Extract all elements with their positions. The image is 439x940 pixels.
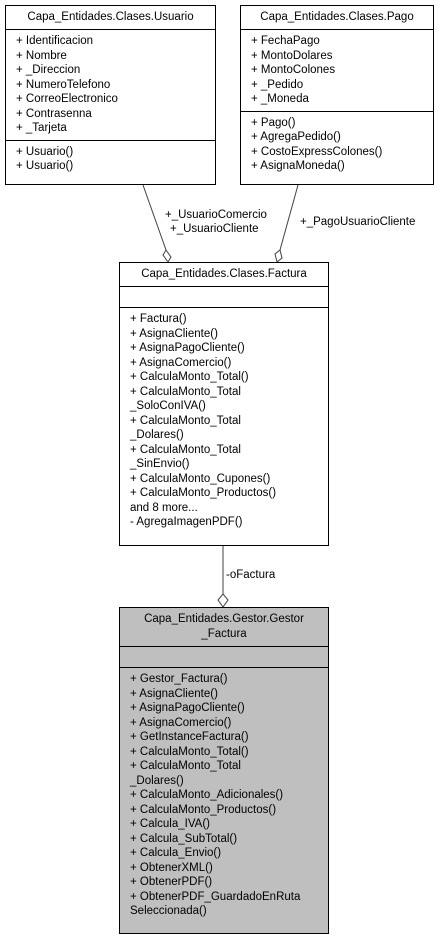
attribute-item: + Identificacion [16,35,94,47]
attribute-item: + _Tarjeta [16,122,67,134]
label-pago-usuario-cliente: +_PagoUsuarioCliente [300,216,416,228]
attribute-item: + Nombre [16,49,67,62]
method-item: + Calcula_IVA() [130,818,211,830]
class-gestor-title: Capa_Entidades.Gestor.Gestor _Factura [120,608,328,647]
pago-factura-diamond [274,249,283,263]
method-item: + Calcula_SubTotal() [130,832,238,845]
usuario-factura-link [142,184,167,251]
attribute-item: + _Direccion [16,64,81,76]
class-usuario[interactable]: Capa_Entidades.Clases.Usuario + Identifi… [5,5,216,185]
method-item: + AsignaPagoCliente() [130,342,245,354]
class-gestor-title-line1: Capa_Entidades.Gestor.Gestor [144,613,304,625]
class-pago-attributes: + FechaPago + MontoDolares + MontoColones +… [241,30,433,112]
label-usuario-comercio: +_UsuarioComercio [165,209,267,221]
method-item: + CostoExpressColones() [251,145,383,158]
class-factura-title: Capa_Entidades.Clases.Factura [120,263,328,287]
method-item: + AsignaPagoCliente() [130,702,245,714]
class-factura[interactable]: Capa_Entidades.Clases.Factura + Factura(… [119,262,329,546]
method-item: + CalculaMonto_Total [130,385,241,398]
pago-factura-link [279,184,299,251]
method-item: + CalculaMonto_Total() [130,745,249,758]
method-item: + Pago() [251,116,296,129]
method-item: + CalculaMonto_Cupones() [130,472,271,485]
method-item: + CalculaMonto_Total [130,760,241,772]
class-gestor-title-line2: _Factura [201,628,247,640]
class-gestor-factura[interactable]: Capa_Entidades.Gestor.Gestor _Factura + … [119,607,329,934]
attribute-item: + Contrasenna [16,107,92,120]
method-item: _SoloConIVA() [130,400,206,412]
method-item: + CalculaMonto_Productos() [130,487,277,499]
method-item: + Usuario() [16,145,74,158]
attribute-item: + NumeroTelefono [16,78,111,91]
attribute-item: + MontoDolares [251,49,333,62]
class-pago-methods: + Pago() + AgregaPedido() + CostoExpressCo… [241,112,433,178]
usuario-factura-diamond [162,249,172,263]
method-item: Seleccionada() [130,905,207,917]
class-gestor-attributes [120,647,328,668]
method-item: + AsignaCliente() [130,327,218,340]
label-usuario-cliente: +_UsuarioCliente [170,223,259,235]
method-item: + AgregaPedido() [251,131,341,143]
method-item: + Factura() [130,313,187,325]
attribute-item: + MontoColones [251,64,336,76]
method-item: + Usuario() [16,160,74,172]
class-pago[interactable]: Capa_Entidades.Clases.Pago + FechaPago+ … [240,5,434,185]
method-item: + ObtenerPDF_GuardadoEnRuta [130,890,301,903]
method-item: _Dolares() [130,774,184,787]
attribute-item: + _Moneda [251,93,309,105]
class-factura-attributes [120,287,328,308]
method-item: _Dolares() [130,429,184,441]
method-item: + AsignaComercio() [130,356,232,369]
class-pago-title: Capa_Entidades.Clases.Pago [241,6,433,30]
class-factura-methods: + Factura() + AsignaCliente() + AsignaPago… [120,308,328,534]
label-ofactura: -oFactura [226,569,276,581]
method-item: + ObtenerPDF() [130,876,213,888]
method-item: + AsignaCliente() [130,687,218,700]
method-item: + GetInstanceFactura() [130,731,249,743]
class-usuario-title: Capa_Entidades.Clases.Usuario [6,6,215,30]
method-item: + Gestor_Factura() [130,673,228,685]
class-gestor-methods: + Gestor_Factura() + AsignaCliente() + Asi… [120,668,328,923]
attribute-item: + _Pedido [251,78,304,91]
method-item: + AsignaComercio() [130,716,232,729]
method-item: + CalculaMonto_Total() [130,371,249,383]
method-item: + AsignaMoneda() [251,160,345,172]
method-item: + CalculaMonto_Adicionales() [130,789,284,801]
method-item: and 8 more... [130,501,198,514]
attribute-item: + FechaPago [251,35,320,47]
class-usuario-methods: + Usuario() + Usuario() [6,141,215,178]
method-item: + CalculaMonto_Total [130,414,241,427]
method-item: _SinEnvio() [130,458,190,470]
method-item: + Calcula_Envio() [130,847,222,859]
attribute-item: + CorreoElectronico [16,93,118,105]
method-item: + CalculaMonto_Productos() [130,803,277,816]
class-usuario-attributes: + Identificacion + Nombre + _Direccion + Nu… [6,30,215,141]
method-item: + CalculaMonto_Total [130,443,241,456]
method-item: + ObtenerXML() [130,861,213,874]
method-item: - AgregaImagenPDF() [130,516,243,528]
factura-gestor-diamond [217,593,229,608]
